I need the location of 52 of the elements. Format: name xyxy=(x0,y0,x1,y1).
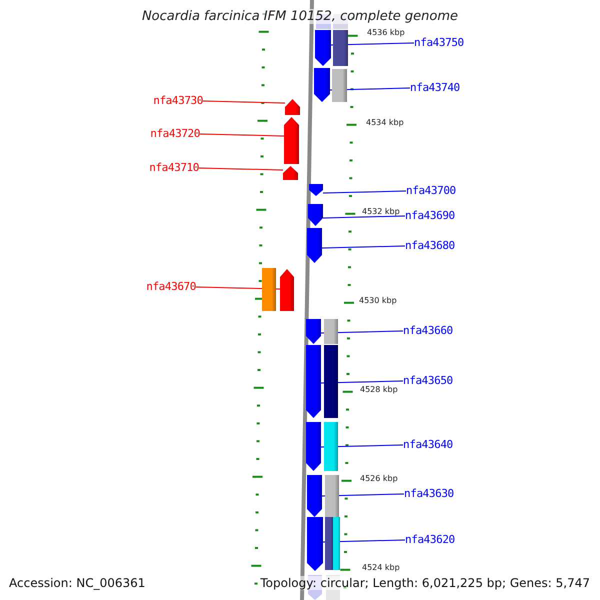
gene-block xyxy=(325,475,339,517)
scale-label: 4534 kbp xyxy=(366,118,404,127)
gene-feature xyxy=(306,319,321,344)
gene-block xyxy=(324,422,338,471)
genome-info: Topology: circular; Length: 6,021,225 bp; Genes: 5,747 xyxy=(260,576,590,590)
leader-line xyxy=(322,246,406,248)
gene-feature xyxy=(308,204,323,226)
scale-label: 4528 kbp xyxy=(360,385,398,394)
gene-label: nfa43650 xyxy=(403,374,469,388)
gene-feature xyxy=(307,517,323,571)
leader-line xyxy=(202,100,286,104)
gene-feature xyxy=(307,228,322,263)
leader-line xyxy=(198,168,284,170)
gene-block xyxy=(333,517,340,570)
gene-feature xyxy=(315,30,331,66)
accession-info: Accession: NC_006361 xyxy=(9,576,146,590)
leader-line xyxy=(322,216,406,218)
leader-line xyxy=(200,134,284,136)
gene-block xyxy=(262,268,276,311)
gene-feature xyxy=(284,117,299,164)
scale-label: 4530 kbp xyxy=(359,296,397,305)
gene-label: nfa43680 xyxy=(405,239,471,253)
gene-label: nfa43740 xyxy=(410,81,476,95)
gene-label: nfa43730 xyxy=(137,94,203,108)
gene-feature xyxy=(307,475,322,517)
gene-block xyxy=(332,69,347,102)
gene-feature xyxy=(309,184,323,196)
gene-label: nfa43670 xyxy=(130,280,196,294)
gene-block xyxy=(324,345,338,418)
leader-line xyxy=(322,190,406,194)
gene-block xyxy=(325,517,333,570)
scale-label: 4536 kbp xyxy=(367,28,405,37)
gene-label: nfa43620 xyxy=(405,533,471,547)
gene-label: nfa43660 xyxy=(403,324,469,338)
gene-feature xyxy=(306,422,321,471)
gene-block xyxy=(324,319,338,344)
gene-feature xyxy=(285,99,300,115)
diagram-title: Nocardia farcinica IFM 10152, complete genome xyxy=(142,9,458,24)
gene-label: nfa43640 xyxy=(403,438,469,452)
scale-label: 4532 kbp xyxy=(362,207,400,216)
gene-label: nfa43630 xyxy=(404,487,470,501)
gene-feature xyxy=(280,269,294,311)
gene-label: nfa43710 xyxy=(133,161,199,175)
scale-label: 4524 kbp xyxy=(362,563,400,572)
gene-feature xyxy=(314,68,330,102)
gene-label: nfa43750 xyxy=(414,36,480,50)
gene-label: nfa43690 xyxy=(405,209,471,223)
gene-block xyxy=(333,30,348,66)
gene-label: nfa43700 xyxy=(406,184,472,198)
gene-feature xyxy=(283,166,298,180)
scale-label: 4526 kbp xyxy=(360,474,398,483)
gene-label: nfa43720 xyxy=(134,127,200,141)
